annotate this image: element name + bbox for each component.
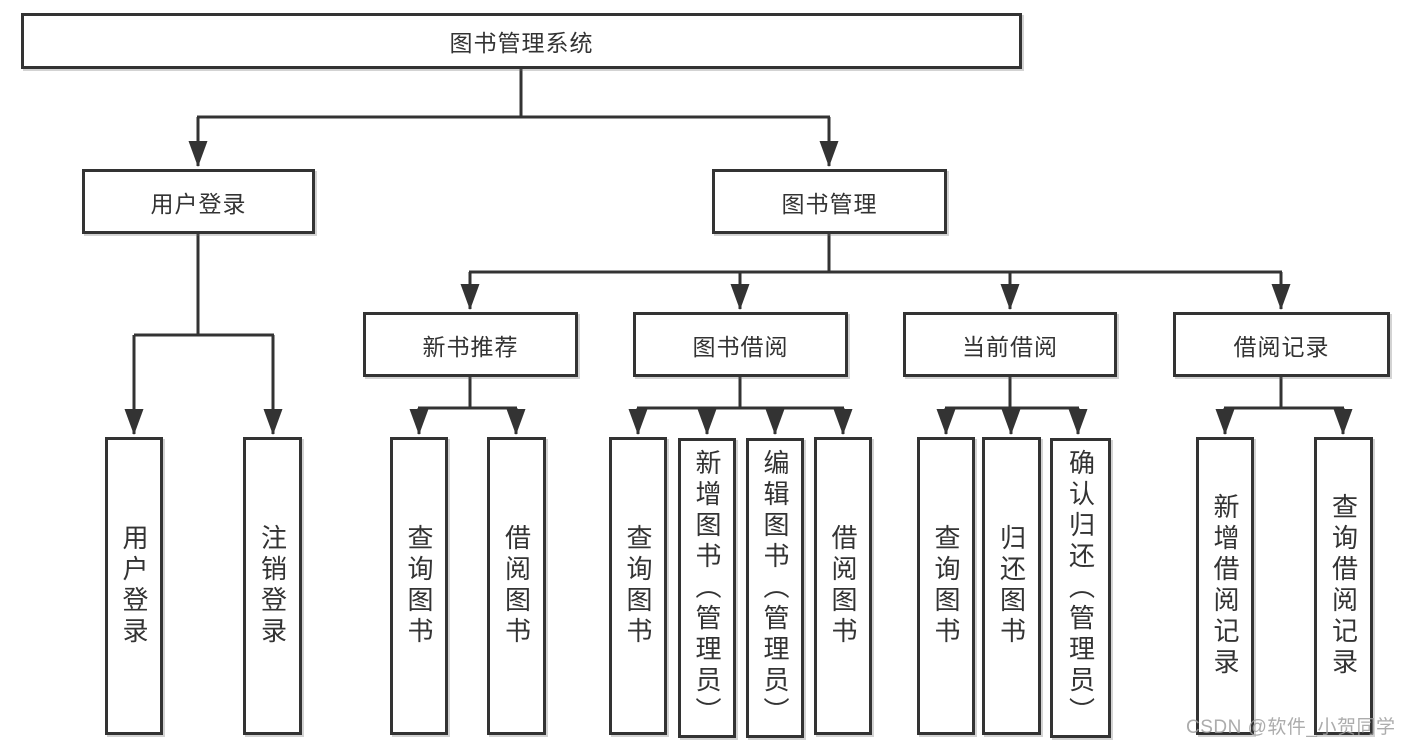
leaf-user-login: 用户登录	[105, 437, 163, 735]
node-new-book-recommend: 新书推荐	[363, 312, 578, 377]
leaf-borrow-borrow-books: 借阅图书	[814, 437, 872, 735]
leaf-borrow-edit-books-admin: 编辑图书（管理员）	[746, 438, 804, 738]
leaf-current-return-books: 归还图书	[982, 437, 1041, 735]
leaf-records-query-borrow-record: 查询借阅记录	[1314, 437, 1373, 735]
csdn-watermark: CSDN @软件_小贺同学	[1186, 717, 1396, 738]
node-library-system-root: 图书管理系统	[21, 13, 1022, 69]
leaf-current-query-books: 查询图书	[917, 437, 975, 735]
leaf-borrow-query-books: 查询图书	[609, 437, 667, 735]
node-book-borrow: 图书借阅	[633, 312, 848, 377]
node-user-login-branch: 用户登录	[82, 169, 315, 234]
leaf-records-add-borrow-record: 新增借阅记录	[1196, 437, 1254, 735]
leaf-current-confirm-return-admin: 确认归还（管理员）	[1050, 438, 1111, 738]
leaf-newrec-borrow-books: 借阅图书	[487, 437, 546, 735]
leaf-logout: 注销登录	[243, 437, 302, 735]
leaf-borrow-add-books-admin: 新增图书（管理员）	[678, 438, 736, 738]
node-current-borrow: 当前借阅	[903, 312, 1117, 377]
node-book-management-branch: 图书管理	[712, 169, 947, 234]
node-borrow-records: 借阅记录	[1173, 312, 1390, 377]
leaf-newrec-query-books: 查询图书	[390, 437, 448, 735]
